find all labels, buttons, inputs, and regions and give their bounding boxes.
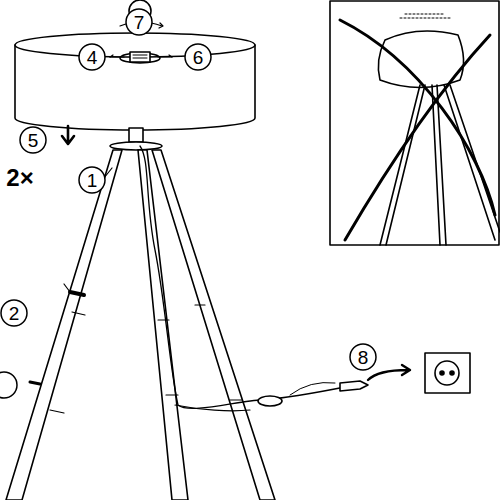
cord-switch [258, 396, 282, 406]
warning-inset [330, 1, 500, 245]
callout-number: 4 [87, 48, 98, 67]
callout-number: 6 [193, 48, 204, 67]
callout-number: 5 [28, 131, 39, 150]
callout-number: 8 [358, 348, 369, 367]
callout-number: 1 [87, 171, 98, 190]
callout-number: 2× [6, 166, 33, 190]
plug [340, 381, 368, 391]
wall-socket [425, 353, 470, 393]
callout-number: 2 [9, 304, 20, 323]
tripod-legs [6, 150, 275, 500]
plug-in-arrow [368, 365, 410, 380]
down-arrow [62, 126, 74, 144]
tripod-hub [110, 128, 162, 150]
callout-number: 7 [134, 13, 145, 32]
callout-circles [0, 9, 376, 398]
lampshade [15, 33, 255, 130]
